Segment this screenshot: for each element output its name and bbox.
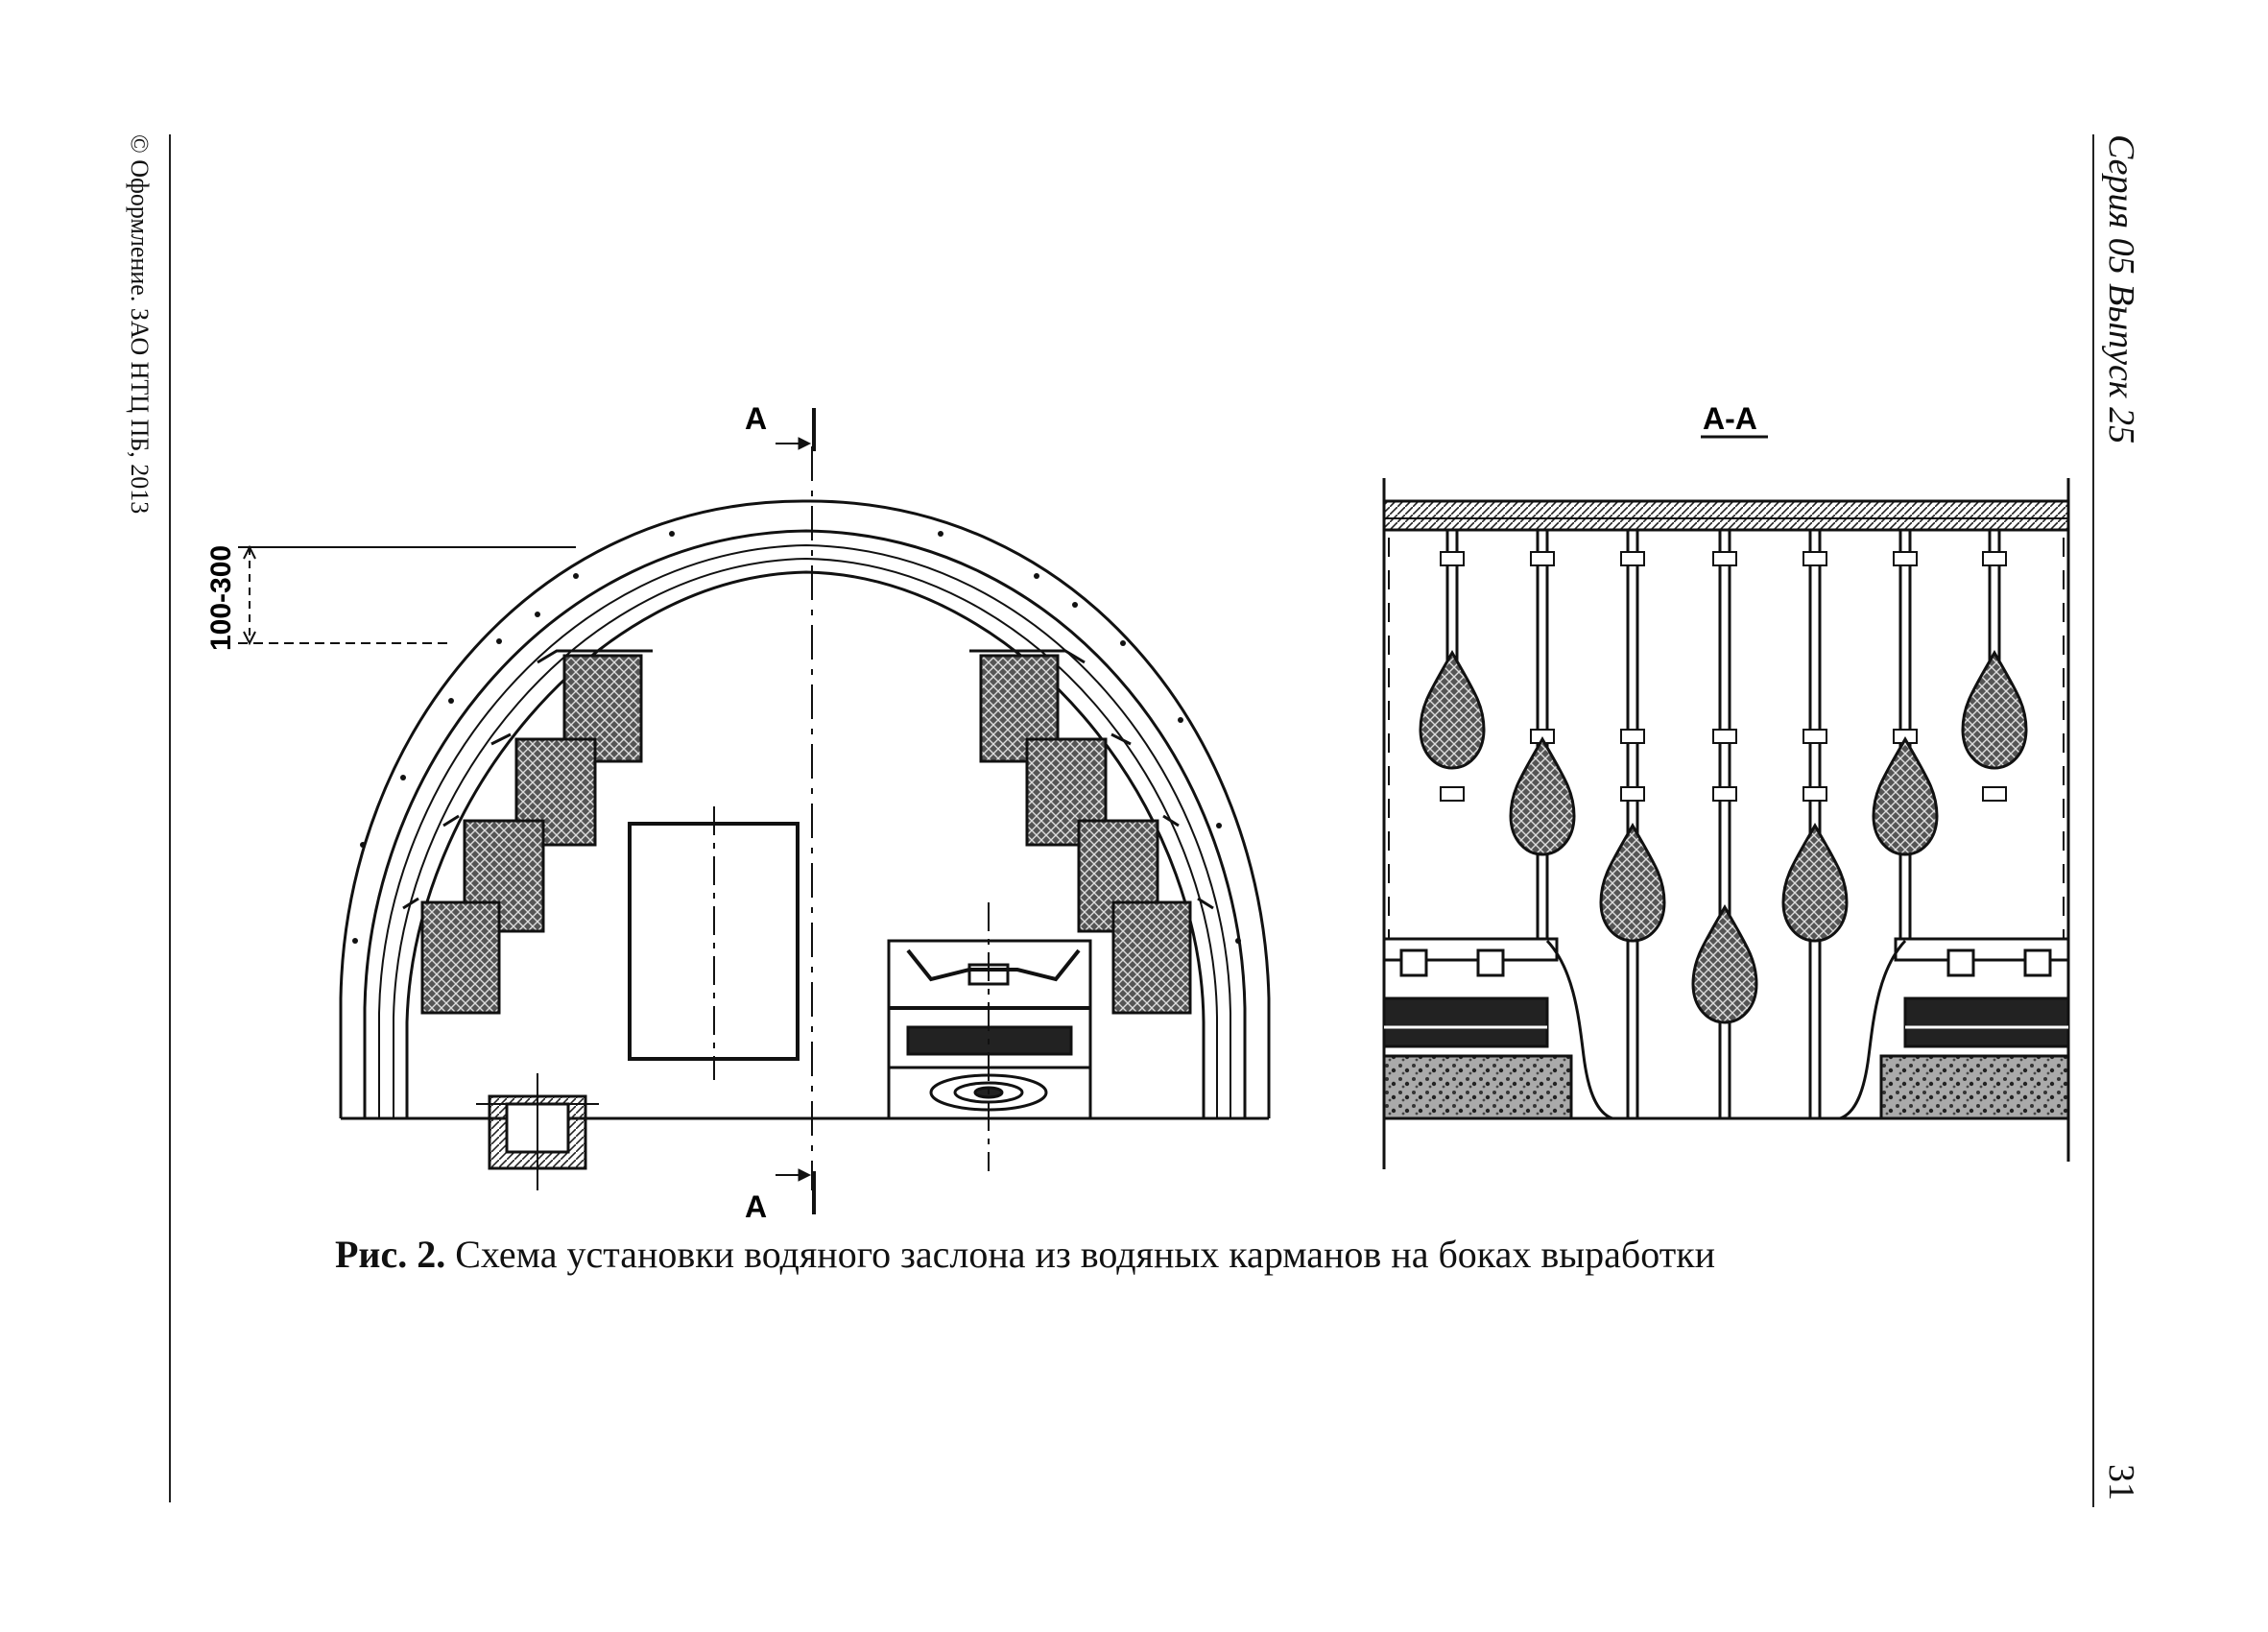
figure-caption: Рис. 2. Схема установки водяного заслона… bbox=[335, 1232, 1715, 1277]
water-pockets-drops bbox=[1419, 649, 2028, 1024]
left-margin-line bbox=[169, 134, 171, 1502]
section-mark-bottom: А bbox=[745, 1189, 767, 1224]
conveyor bbox=[887, 902, 1092, 1171]
water-pockets-left bbox=[402, 649, 653, 1015]
section-title: А-А bbox=[1703, 401, 1757, 436]
caption-text: Схема установки водяного заслона из водя… bbox=[455, 1233, 1716, 1276]
caption-prefix: Рис. 2. bbox=[335, 1233, 446, 1276]
section-a-a bbox=[1382, 478, 2070, 1169]
section-a-a-floor bbox=[1382, 937, 2070, 1120]
central-rectangle bbox=[628, 806, 800, 1080]
section-mark-top: А bbox=[745, 401, 767, 436]
drain-channel bbox=[476, 1073, 599, 1190]
tunnel-cross-section bbox=[339, 499, 1271, 1120]
dimension-marker bbox=[238, 544, 576, 646]
dimension-label: 100-300 bbox=[205, 545, 237, 651]
section-axis bbox=[776, 408, 816, 1214]
right-margin-line bbox=[2092, 134, 2094, 1507]
water-pockets-right bbox=[969, 649, 1214, 1015]
